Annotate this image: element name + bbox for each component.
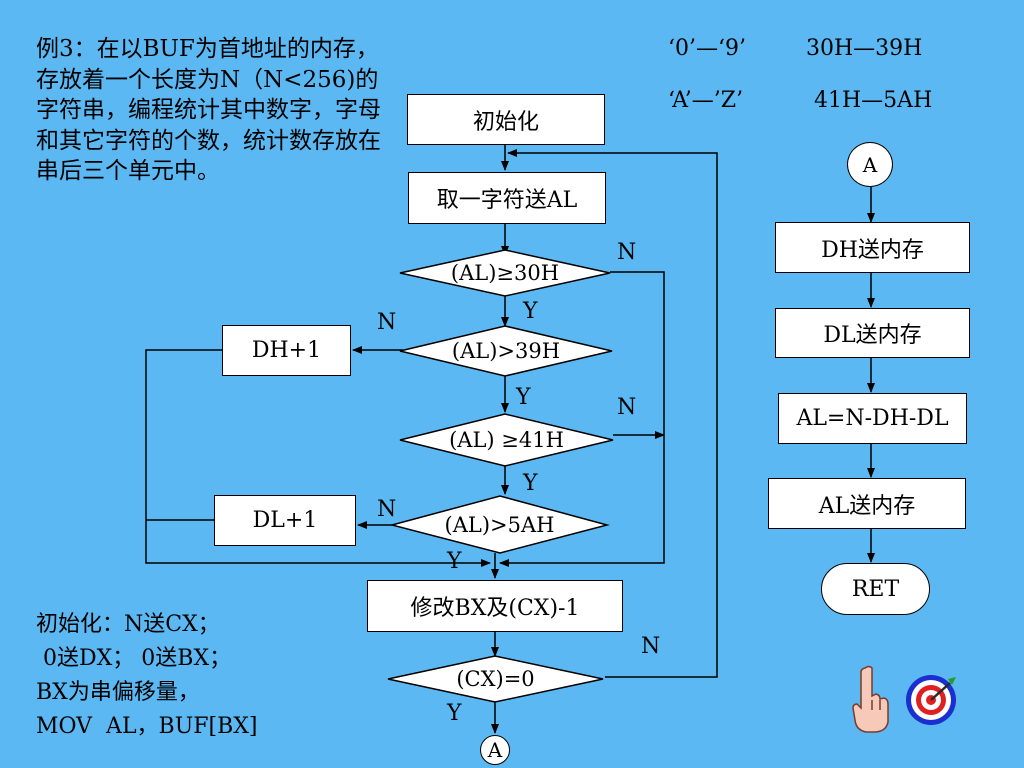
- init-note-line1: 初始化：N送CX；: [36, 612, 220, 637]
- connector-a-top: A: [847, 142, 893, 187]
- ascii-digit-codes: 30H—39H: [806, 36, 923, 61]
- dh-to-memory-box: DH送内存: [775, 222, 970, 273]
- label-n-cx-zero: N: [641, 634, 661, 659]
- decision-gt5ah-text: (AL)>5AH: [444, 513, 555, 537]
- label-y-gt39h: Y: [516, 385, 531, 410]
- init-note-line2: 0送DX； 0送BX；: [36, 646, 232, 671]
- dh-increment-box: DH+1: [222, 325, 351, 376]
- label-y-ge41h: Y: [523, 471, 538, 496]
- decision-gt5ah: [389, 495, 610, 554]
- decision-ge41h-text: (AL) ≥41H: [449, 428, 564, 452]
- ascii-digit-chars: ‘0’—‘9’: [668, 36, 746, 61]
- ascii-letter-chars: ‘A’—’Z’: [668, 88, 744, 113]
- fetch-char-box: 取一字符送AL: [408, 172, 606, 224]
- label-n-gt39h: N: [377, 310, 397, 335]
- ret-terminal: RET: [821, 563, 930, 615]
- init-note-line3: BX为串偏移量，: [36, 680, 200, 705]
- dl-to-memory-box: DL送内存: [775, 308, 970, 358]
- al-to-memory-box: AL送内存: [768, 478, 966, 529]
- decision-cx-zero: [387, 655, 604, 703]
- label-n-ge30h: N: [617, 240, 637, 265]
- target-icon[interactable]: [904, 673, 958, 727]
- init-box: 初始化: [407, 94, 605, 145]
- modify-bx-box: 修改BX及(CX)-1: [367, 580, 623, 632]
- al-compute-box: AL=N-DH-DL: [778, 393, 967, 444]
- label-y-gt5ah: Y: [447, 549, 462, 574]
- label-y-ge30h: Y: [523, 299, 538, 324]
- label-y-cx-zero: Y: [447, 701, 462, 726]
- decision-gt39h: [399, 325, 613, 377]
- init-note-line4: MOV AL，BUF[BX]: [36, 714, 258, 739]
- label-n-ge41h: N: [617, 395, 637, 420]
- decision-cx-zero-text: (CX)=0: [456, 667, 535, 691]
- decision-ge30h: [399, 249, 611, 297]
- dl-increment-box: DL+1: [214, 495, 356, 546]
- decision-ge30h-text: (AL)≥30H: [450, 261, 560, 285]
- ascii-letter-codes: 41H—5AH: [814, 88, 933, 113]
- connector-a-bottom: A: [480, 735, 510, 765]
- decision-ge41h: [399, 413, 614, 467]
- decision-gt39h-text: (AL)>39H: [451, 339, 561, 363]
- label-n-gt5ah: N: [377, 497, 397, 522]
- problem-text: 例3：在以BUF为首地址的内存，存放着一个长度为N（N<256)的字符串，编程统…: [36, 36, 381, 184]
- pointing-hand-icon[interactable]: [846, 664, 892, 736]
